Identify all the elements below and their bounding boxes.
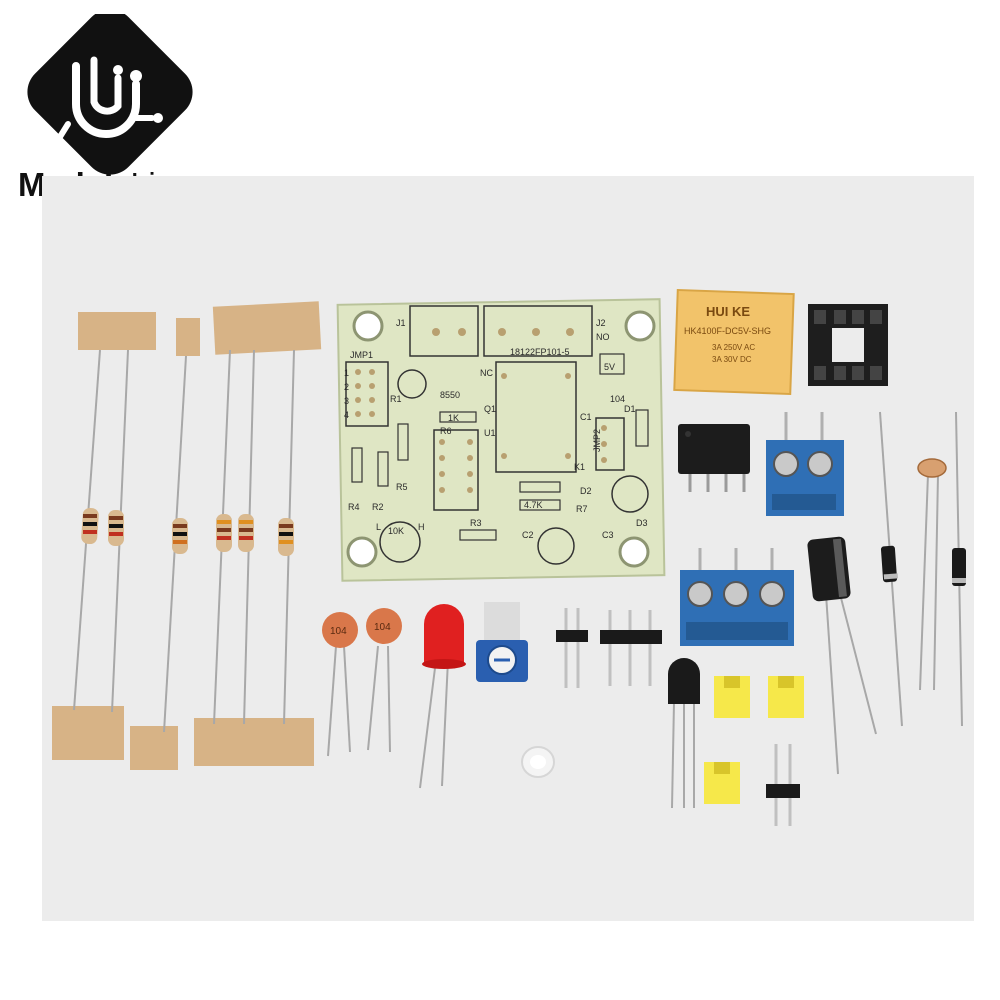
pin-header-2pin bbox=[766, 744, 800, 826]
resistor bbox=[172, 518, 188, 554]
terminal-block-2pin bbox=[766, 412, 844, 516]
red-led bbox=[419, 604, 466, 789]
ceramic-capacitor: 104 bbox=[322, 612, 358, 757]
pcb-label: 5V bbox=[604, 362, 615, 372]
pcb-pin-number: 1 bbox=[344, 368, 349, 378]
circuit-u-icon bbox=[27, 14, 193, 175]
resistor-group bbox=[52, 301, 322, 770]
pcb-label: R7 bbox=[576, 504, 588, 514]
relay-brand: HUI KE bbox=[706, 304, 750, 319]
pcb-label: R1 bbox=[390, 394, 402, 404]
ceramic-capacitor-label: 104 bbox=[374, 622, 391, 633]
pcb-label: 8550 bbox=[440, 390, 460, 400]
pcb-label: 10K bbox=[388, 526, 404, 536]
pcb-pin-number: 3 bbox=[344, 396, 349, 406]
pcb-label: 4.7K bbox=[524, 500, 543, 510]
pcb-label: C3 bbox=[602, 530, 614, 540]
pcb-label: Q1 bbox=[484, 404, 496, 414]
pcb-label: D2 bbox=[580, 486, 592, 496]
pcb-pin-number: 2 bbox=[344, 382, 349, 392]
pcb-label: R3 bbox=[470, 518, 482, 528]
pcb-label: NO bbox=[596, 332, 610, 342]
pcb-label: K1 bbox=[574, 462, 585, 472]
pcb-label: J1 bbox=[396, 318, 406, 328]
relay-rating-dc: 3A 30V DC bbox=[712, 355, 752, 364]
resistor bbox=[81, 507, 99, 545]
pcb-label: R4 bbox=[348, 502, 360, 512]
diode bbox=[879, 411, 903, 727]
product-photo: J1 J2 NO NC JMP1 JMP2 8550 Q1 R1 R2 R3 R… bbox=[42, 176, 974, 921]
resistor bbox=[278, 518, 294, 556]
resistor bbox=[108, 510, 124, 546]
pin-header-3pin bbox=[600, 610, 662, 686]
transistor bbox=[668, 658, 700, 809]
ic-chip bbox=[678, 424, 750, 492]
electrolytic-capacitor bbox=[807, 536, 877, 775]
clear-component bbox=[521, 746, 555, 778]
resistor bbox=[216, 514, 232, 552]
pcb-label: D3 bbox=[636, 518, 648, 528]
terminal-block-3pin bbox=[680, 548, 794, 646]
pcb-label: L bbox=[376, 522, 381, 532]
pcb-label: 1K bbox=[448, 413, 459, 423]
potentiometer bbox=[476, 602, 528, 682]
pcb-label: JMP1 bbox=[350, 350, 373, 360]
kit-components-illustration: J1 J2 NO NC JMP1 JMP2 8550 Q1 R1 R2 R3 R… bbox=[52, 288, 966, 826]
jumper-cap bbox=[704, 762, 740, 804]
jumper-cap bbox=[714, 676, 750, 718]
pcb-pin-number: 4 bbox=[344, 410, 349, 420]
pcb-label: 104 bbox=[610, 394, 625, 404]
ceramic-capacitor: 104 bbox=[366, 608, 402, 753]
ic-socket bbox=[808, 304, 888, 386]
jumper-cap bbox=[768, 676, 804, 718]
pcb-label: JMP2 bbox=[592, 429, 602, 452]
pcb-label: U1 bbox=[484, 428, 496, 438]
relay-model: HK4100F-DC5V-SHG bbox=[684, 326, 771, 336]
pcb-label: R6 bbox=[440, 426, 452, 436]
pin-header-2pin bbox=[556, 608, 588, 688]
pcb-board: J1 J2 NO NC JMP1 JMP2 8550 Q1 R1 R2 R3 R… bbox=[336, 298, 666, 582]
pcb-label: D1 bbox=[624, 404, 636, 414]
pcb-label: R2 bbox=[372, 502, 384, 512]
pcb-label: C2 bbox=[522, 530, 534, 540]
relay-rating-ac: 3A 250V AC bbox=[712, 343, 755, 352]
pcb-label: R5 bbox=[396, 482, 408, 492]
relay: HUI KE HK4100F-DC5V-SHG 3A 250V AC 3A 30… bbox=[673, 288, 795, 396]
pcb-label: H bbox=[418, 522, 425, 532]
pcb-label: C1 bbox=[580, 412, 592, 422]
photoresistor bbox=[917, 458, 947, 691]
diode bbox=[952, 411, 966, 727]
ceramic-capacitor-label: 104 bbox=[330, 626, 347, 637]
modulelive-logo-icon bbox=[27, 14, 193, 175]
pcb-label: 18122FP101-5 bbox=[510, 347, 570, 357]
resistor bbox=[238, 514, 254, 552]
pcb-label: NC bbox=[480, 368, 493, 378]
pcb-label: J2 bbox=[596, 318, 606, 328]
